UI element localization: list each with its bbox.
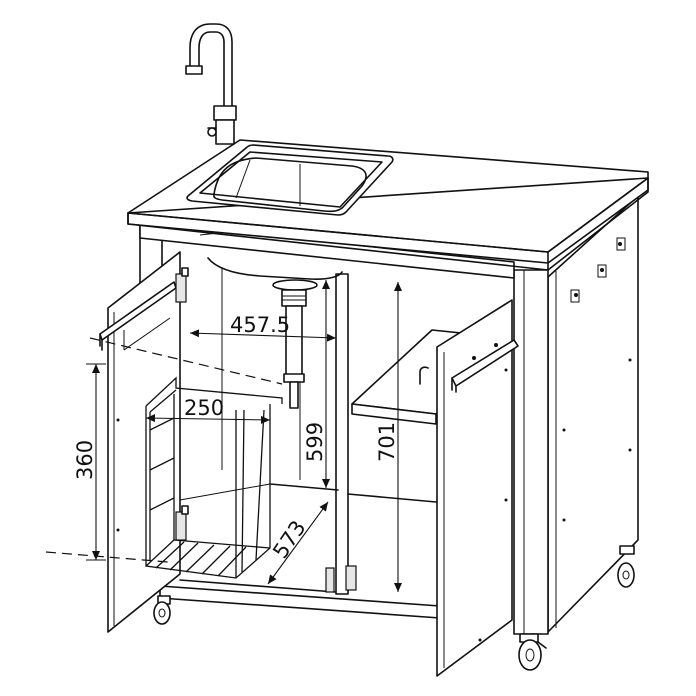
caster-back-right — [617, 545, 635, 588]
dimension-250-label: 250 — [184, 396, 224, 420]
right-door — [436, 299, 519, 677]
dimension-360-label: 360 — [73, 440, 97, 480]
casters — [153, 545, 635, 671]
dimension-701-label: 701 — [375, 422, 399, 462]
dimension-599-label: 599 — [303, 422, 327, 462]
hinges — [175, 267, 357, 593]
caster-front-left — [153, 595, 171, 625]
dimension-lines — [45, 280, 402, 592]
faucet — [185, 23, 237, 145]
sink-basin — [186, 144, 394, 291]
drain-pipe — [281, 289, 307, 409]
dimension-457-label: 457.5 — [230, 313, 290, 337]
left-door — [99, 251, 181, 633]
dimension-573-label: 573 — [268, 516, 310, 563]
caster-front-right — [518, 633, 547, 671]
